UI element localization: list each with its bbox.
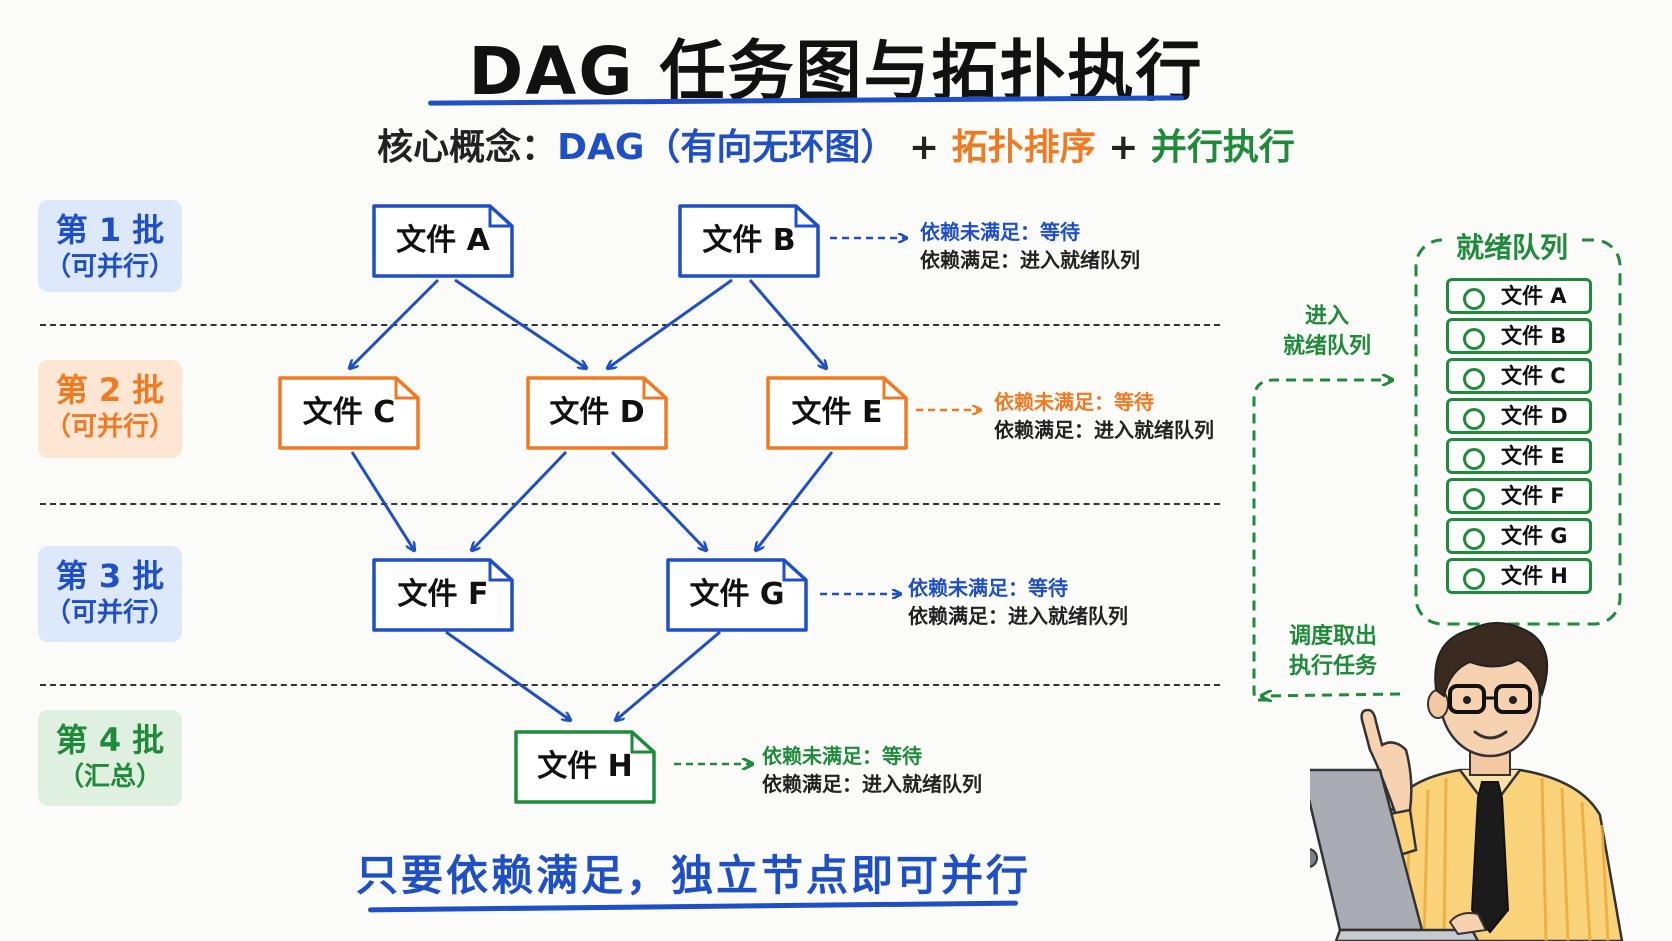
file-node-label: 文件 H	[537, 749, 633, 784]
file-node-label: 文件 A	[396, 223, 490, 258]
dispatch-label: 调度取出 执行任务	[1288, 624, 1377, 679]
queue-ring-icon	[1463, 528, 1485, 550]
file-node-b: 文件 B	[678, 204, 820, 278]
subtitle-dag: DAG（有向无环图）	[557, 127, 897, 168]
queue-item: 文件 B	[1446, 318, 1592, 354]
queue-item: 文件 F	[1446, 478, 1592, 514]
status-waiting: 依赖未满足：等待	[994, 390, 1154, 414]
edge-b-e	[748, 279, 826, 368]
status-waiting: 依赖未满足：等待	[762, 744, 922, 768]
subtitle-plus-1: +	[896, 127, 952, 168]
status-ready: 依赖满足：进入就绪队列	[920, 248, 1140, 272]
status-note-batch-4: 依赖未满足：等待 依赖满足：进入就绪队列	[762, 742, 982, 798]
status-note-batch-1: 依赖未满足：等待 依赖满足：进入就绪队列	[920, 218, 1140, 274]
file-node-f: 文件 F	[372, 558, 514, 632]
queue-ring-icon	[1463, 488, 1485, 510]
edge-b-d	[608, 278, 733, 368]
queue-item: 文件 C	[1446, 358, 1592, 394]
status-waiting: 依赖未满足：等待	[908, 576, 1068, 600]
file-node-label: 文件 B	[702, 223, 796, 258]
bottom-tagline: 只要依赖满足，独立节点即可并行	[356, 851, 1032, 900]
edge-c-f	[350, 451, 414, 550]
subtitle-plus-2: +	[1095, 127, 1151, 168]
edge-d-f	[472, 450, 568, 550]
file-node-label: 文件 D	[549, 395, 645, 430]
edge-a-c	[350, 278, 440, 368]
batch-label-4: 第 4 批 （汇总）	[38, 710, 182, 806]
batch-divider	[40, 324, 1220, 326]
queue-item: 文件 H	[1446, 558, 1592, 594]
subtitle-prefix: 核心概念：	[377, 127, 558, 168]
queue-ring-icon	[1463, 568, 1485, 590]
queue-ring-icon	[1463, 328, 1485, 350]
queue-ring-icon	[1463, 408, 1485, 430]
queue-item: 文件 A	[1446, 278, 1592, 314]
batch-divider	[40, 684, 1220, 686]
flow-dispatch-arrow	[1262, 694, 1401, 696]
ready-queue-title: 就绪队列	[1442, 226, 1582, 266]
file-node-label: 文件 E	[791, 395, 883, 430]
file-node-h: 文件 H	[514, 730, 656, 804]
file-node-g: 文件 G	[666, 558, 808, 632]
batch-label-1: 第 1 批 （可并行）	[38, 200, 182, 292]
edge-e-g	[756, 451, 834, 550]
enter-queue-label: 进入 就绪队列	[1282, 304, 1371, 359]
queue-ring-icon	[1463, 368, 1485, 390]
file-node-label: 文件 C	[302, 395, 396, 430]
status-waiting: 依赖未满足：等待	[920, 220, 1080, 244]
presenter-illustration	[1310, 621, 1624, 941]
subtitle-topo: 拓扑排序	[951, 127, 1096, 168]
ready-queue-border	[1414, 238, 1622, 626]
edge-d-g	[610, 450, 706, 550]
file-node-c: 文件 C	[278, 376, 420, 450]
status-ready: 依赖满足：进入就绪队列	[994, 418, 1214, 442]
batch-label-3: 第 3 批 （可并行）	[38, 546, 182, 642]
batch-divider	[40, 503, 1220, 505]
subtitle-parallel: 并行执行	[1150, 127, 1295, 168]
queue-item: 文件 D	[1446, 398, 1592, 434]
queue-ring-icon	[1463, 288, 1485, 310]
subtitle: 核心概念：DAG（有向无环图） + 拓扑排序 + 并行执行	[0, 118, 1672, 170]
file-node-e: 文件 E	[766, 376, 908, 450]
status-ready: 依赖满足：进入就绪队列	[908, 604, 1128, 628]
edge-a-d	[454, 278, 586, 368]
file-node-a: 文件 A	[372, 204, 514, 278]
queue-ring-icon	[1463, 448, 1485, 470]
batch-label-2: 第 2 批 （可并行）	[38, 360, 182, 458]
status-ready: 依赖满足：进入就绪队列	[762, 772, 982, 796]
file-node-label: 文件 F	[397, 577, 489, 612]
file-node-label: 文件 G	[689, 577, 785, 612]
edge-g-h	[616, 630, 721, 720]
queue-item: 文件 E	[1446, 438, 1592, 474]
status-note-batch-2: 依赖未满足：等待 依赖满足：进入就绪队列	[994, 388, 1214, 444]
edge-f-h	[445, 630, 570, 720]
status-note-batch-3: 依赖未满足：等待 依赖满足：进入就绪队列	[908, 574, 1128, 630]
queue-item: 文件 G	[1446, 518, 1592, 554]
file-node-d: 文件 D	[526, 376, 668, 450]
